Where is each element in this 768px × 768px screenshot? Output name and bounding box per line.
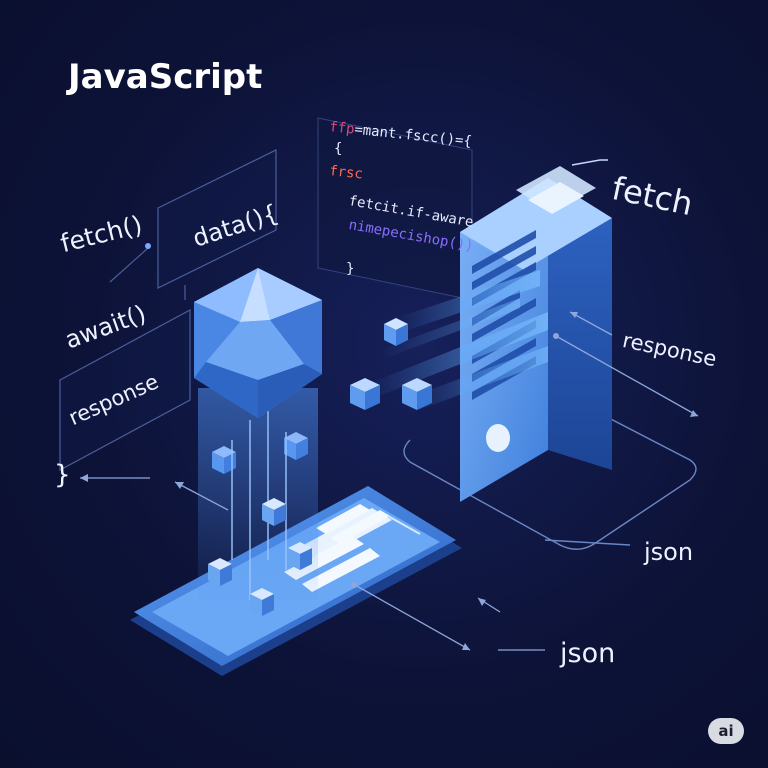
gem-polyhedron	[194, 268, 322, 418]
code-line-2: {	[334, 141, 343, 157]
server-platform	[403, 384, 697, 550]
light-beam	[198, 388, 318, 600]
ai-badge: ai	[708, 718, 744, 744]
page-title: JavaScript	[68, 57, 263, 97]
label-json-lower: json	[560, 638, 616, 669]
data-streaks	[368, 270, 548, 414]
code-line-3: frsc	[328, 163, 364, 183]
label-close-brace: }	[54, 460, 71, 490]
code-line-6: }	[346, 261, 355, 277]
fetch-callout-line	[571, 159, 608, 166]
code-keyword: ffp	[328, 119, 356, 138]
connector-lines	[80, 311, 699, 651]
label-json-upper: json	[644, 538, 694, 566]
phone-cubes	[208, 498, 312, 616]
arrowheads	[80, 312, 698, 650]
code-panels-left	[59, 149, 277, 472]
beam-rays	[231, 410, 287, 600]
